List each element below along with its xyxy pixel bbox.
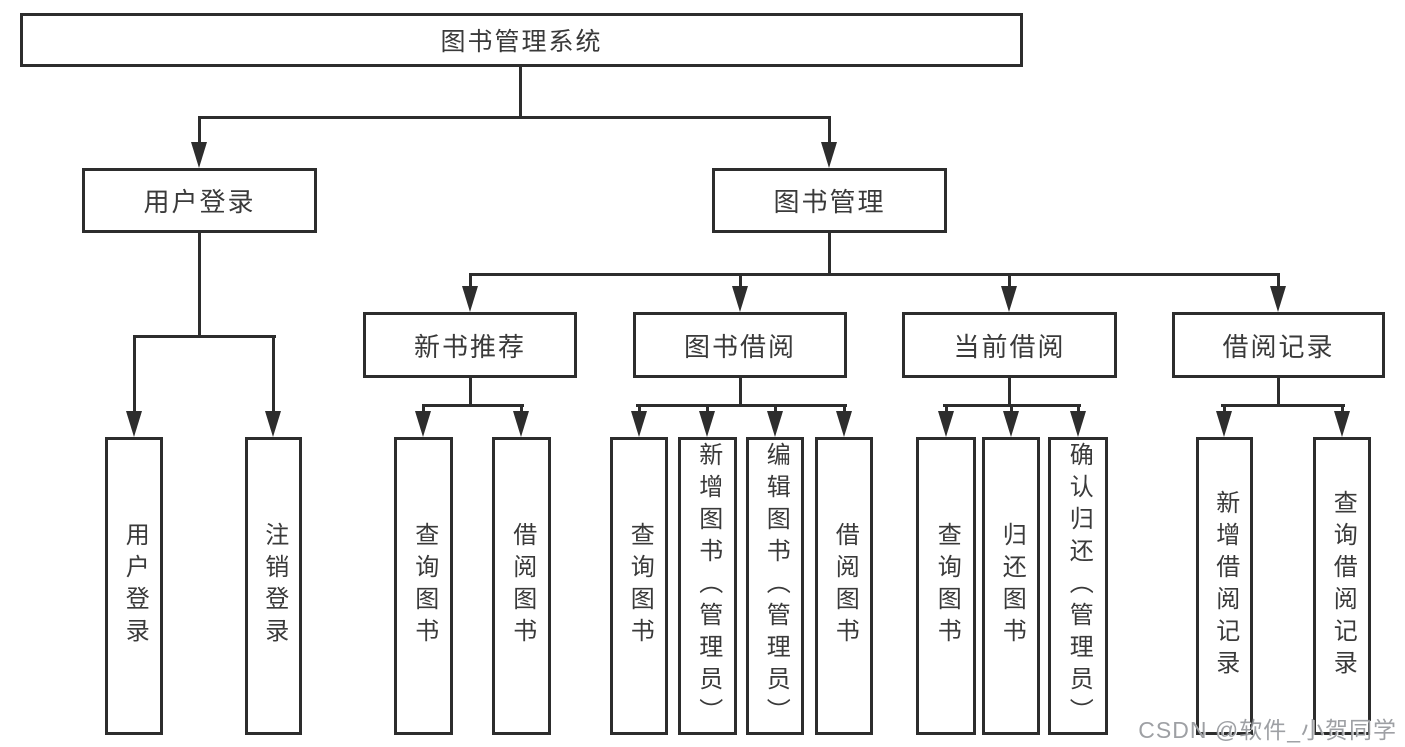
connector-line — [1276, 378, 1280, 407]
arrowhead-down-icon — [1070, 411, 1086, 437]
node-label-leaf-user-login: 用户登录 — [121, 522, 149, 650]
connector-line — [1276, 274, 1280, 294]
arrowhead-down-icon — [821, 142, 837, 168]
connector-line — [421, 403, 524, 407]
connector-line — [827, 117, 831, 150]
node-label-leaf-query-books-b: 查询图书 — [626, 522, 654, 650]
node-label-leaf-query-borrow-record: 查询借阅记录 — [1329, 490, 1357, 682]
node-label-leaf-add-books-admin: 新增图书（管理员） — [694, 442, 722, 730]
arrowhead-down-icon — [1001, 286, 1017, 312]
node-root: 图书管理系统 — [20, 13, 1023, 67]
node-leaf-add-borrow-record: 新增借阅记录 — [1196, 437, 1253, 735]
arrowhead-down-icon — [1216, 411, 1232, 437]
node-label-current-borrowing: 当前借阅 — [953, 331, 1066, 362]
node-leaf-query-books-c: 查询图书 — [916, 437, 976, 735]
node-current-borrowing: 当前借阅 — [902, 312, 1117, 378]
connector-line — [197, 117, 201, 150]
node-leaf-query-borrow-record: 查询借阅记录 — [1313, 437, 1371, 735]
connector-line — [518, 67, 522, 118]
connector-line — [827, 233, 831, 276]
node-borrowing-records: 借阅记录 — [1172, 312, 1385, 378]
arrowhead-down-icon — [699, 411, 715, 437]
arrowhead-down-icon — [415, 411, 431, 437]
node-label-leaf-borrow-books-b: 借阅图书 — [831, 522, 859, 650]
arrowhead-down-icon — [1003, 411, 1019, 437]
node-leaf-query-books-b: 查询图书 — [610, 437, 668, 735]
connector-line — [468, 274, 472, 294]
arrowhead-down-icon — [1334, 411, 1350, 437]
connector-line — [738, 378, 742, 407]
node-label-leaf-edit-books-admin: 编辑图书（管理员） — [762, 442, 790, 730]
node-leaf-borrow-books-a: 借阅图书 — [492, 437, 551, 735]
connector-line — [635, 403, 847, 407]
node-label-book-management: 图书管理 — [773, 187, 886, 217]
node-book-management: 图书管理 — [712, 168, 947, 233]
connector-line — [1007, 274, 1011, 294]
arrowhead-down-icon — [513, 411, 529, 437]
node-leaf-borrow-books-b: 借阅图书 — [815, 437, 873, 735]
node-leaf-user-login: 用户登录 — [105, 437, 163, 735]
connector-line — [197, 233, 201, 338]
node-new-book-recommend: 新书推荐 — [363, 312, 577, 378]
node-leaf-return-books: 归还图书 — [982, 437, 1040, 735]
node-label-new-book-recommend: 新书推荐 — [413, 331, 526, 362]
node-label-book-borrowing: 图书借阅 — [683, 331, 796, 362]
watermark-text: CSDN @软件_小贺同学 — [1138, 717, 1397, 743]
arrowhead-down-icon — [732, 286, 748, 312]
node-leaf-add-books-admin: 新增图书（管理员） — [678, 437, 737, 735]
node-leaf-confirm-return-admin: 确认归还（管理员） — [1048, 437, 1108, 735]
node-leaf-logout: 注销登录 — [245, 437, 302, 735]
arrowhead-down-icon — [631, 411, 647, 437]
connector-line — [1220, 403, 1345, 407]
node-label-borrowing-records: 借阅记录 — [1222, 331, 1335, 362]
node-label-leaf-confirm-return-admin: 确认归还（管理员） — [1065, 442, 1093, 730]
arrowhead-down-icon — [462, 286, 478, 312]
node-leaf-edit-books-admin: 编辑图书（管理员） — [746, 437, 804, 735]
connector-line — [1007, 378, 1011, 407]
arrowhead-down-icon — [126, 411, 142, 437]
node-label-leaf-borrow-books-a: 借阅图书 — [508, 522, 536, 650]
connector-line — [271, 336, 275, 419]
connector-line — [468, 378, 472, 407]
node-label-leaf-query-books-c: 查询图书 — [933, 522, 961, 650]
connector-line — [738, 274, 742, 294]
connector-line — [468, 272, 1280, 276]
connector-line — [132, 336, 136, 419]
node-leaf-query-books-a: 查询图书 — [394, 437, 453, 735]
arrowhead-down-icon — [265, 411, 281, 437]
arrowhead-down-icon — [767, 411, 783, 437]
arrowhead-down-icon — [191, 142, 207, 168]
node-label-leaf-query-books-a: 查询图书 — [410, 522, 438, 650]
node-label-leaf-return-books: 归还图书 — [998, 522, 1026, 650]
connector-line — [132, 334, 276, 338]
node-book-borrowing: 图书借阅 — [633, 312, 847, 378]
node-label-user-login: 用户登录 — [143, 187, 256, 217]
node-label-root: 图书管理系统 — [440, 28, 603, 56]
arrowhead-down-icon — [836, 411, 852, 437]
connector-line — [197, 115, 831, 119]
node-label-leaf-add-borrow-record: 新增借阅记录 — [1211, 490, 1239, 682]
arrowhead-down-icon — [1270, 286, 1286, 312]
node-label-leaf-logout: 注销登录 — [260, 522, 288, 650]
node-user-login: 用户登录 — [82, 168, 317, 233]
arrowhead-down-icon — [938, 411, 954, 437]
